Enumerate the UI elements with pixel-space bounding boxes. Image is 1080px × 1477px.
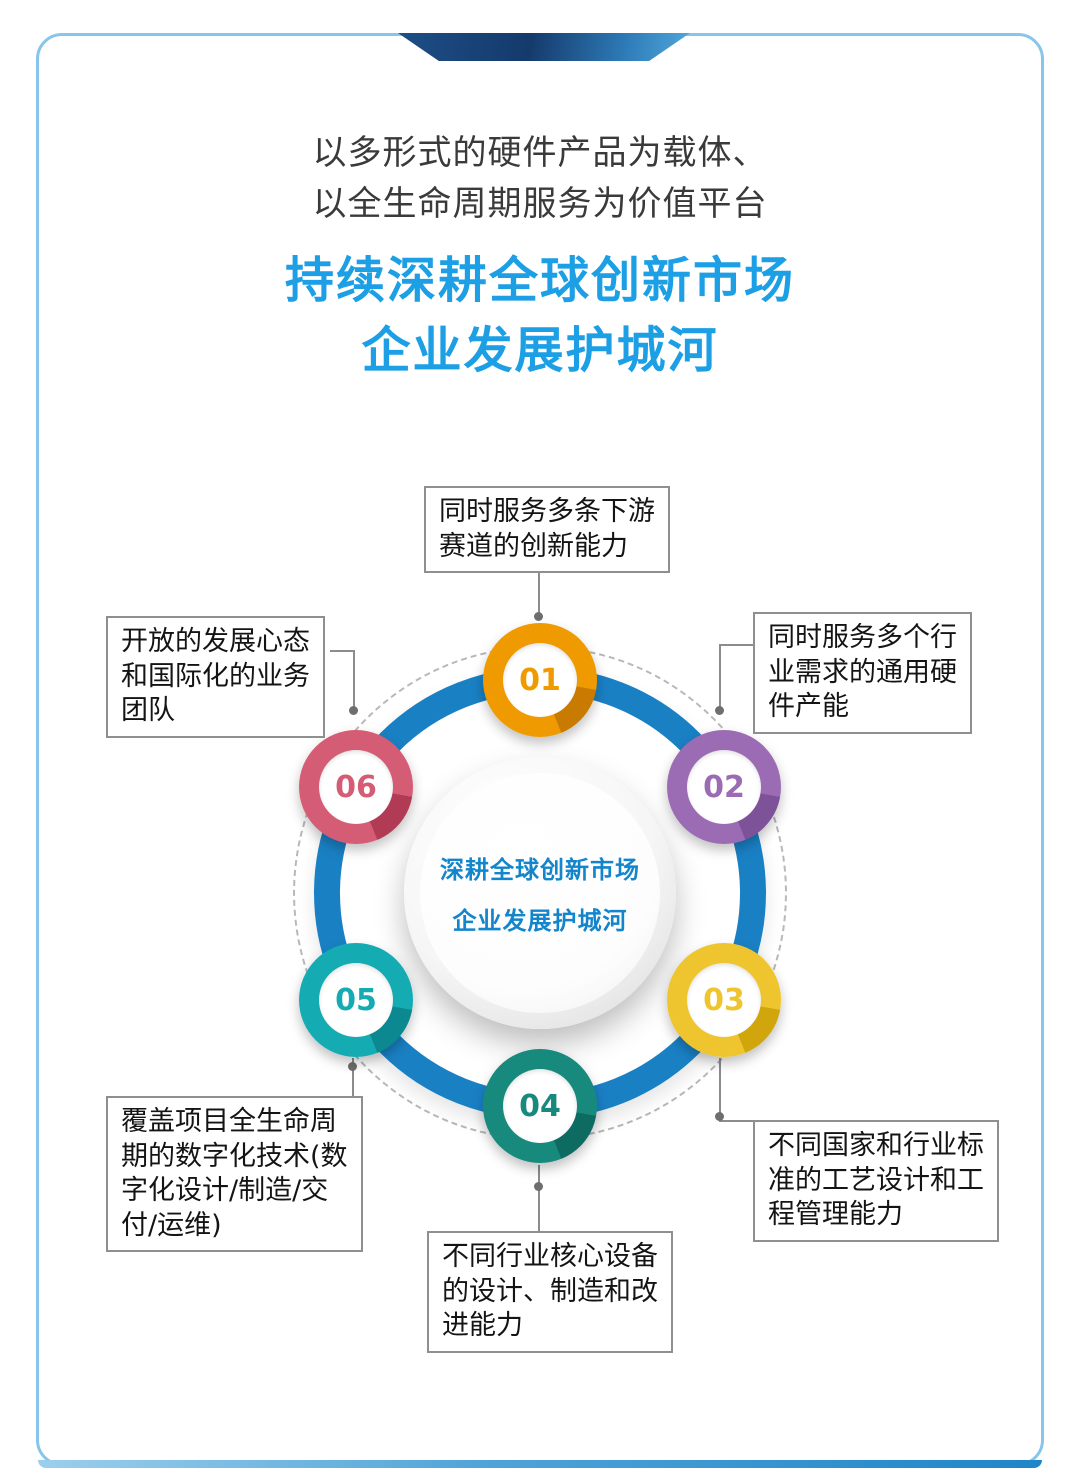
node-03-number: 03 [687,963,761,1037]
node-03: 03 [667,943,781,1057]
callout-01-line: 赛道的创新能力 [439,530,628,562]
connector-dot-03 [715,1112,724,1121]
connector-line-03 [719,1058,721,1122]
callout-03-line: 准的工艺设计和工 [768,1164,984,1196]
callout-01-line: 同时服务多条下游 [439,496,655,527]
connector-line-05 [352,1058,354,1098]
connector-line-02 [719,644,755,646]
connector-dot-05 [348,1062,357,1071]
connector-line-01 [538,562,540,618]
connector-line-02 [719,644,721,710]
connector-line-04 [538,1165,540,1231]
connector-dot-02 [715,706,724,715]
center-circle: 深耕全球创新市场 企业发展护城河 [404,757,676,1029]
node-02-number: 02 [687,750,761,824]
connector-dot-01 [534,612,543,621]
subtitle-line-2: 以全生命周期服务为价值平台 [312,184,768,224]
title-line-1: 持续深耕全球创新市场 [284,252,795,309]
node-05: 05 [299,943,413,1057]
callout-05-line: 期的数字化技术(数 [121,1140,348,1172]
callout-box-03: 不同国家和行业标 准的工艺设计和工 程管理能力 [753,1120,999,1242]
callout-04-line: 不同行业核心设备 [442,1241,658,1272]
callout-box-05: 覆盖项目全生命周 期的数字化技术(数 字化设计/制造/交 付/运维) [106,1096,363,1253]
callout-06-line: 和国际化的业务 [121,660,310,692]
callout-box-06: 开放的发展心态 和国际化的业务 团队 [106,616,325,738]
page-title: 持续深耕全球创新市场 企业发展护城河 [0,246,1080,385]
node-04-number: 04 [503,1069,577,1143]
subtitle-line-1: 以多形式的硬件产品为载体、 [312,133,768,173]
callout-06-line: 团队 [121,695,175,727]
node-02: 02 [667,730,781,844]
node-01-number: 01 [503,643,577,717]
node-01: 01 [483,623,597,737]
callout-03-line: 不同国家和行业标 [768,1130,984,1161]
node-04: 04 [483,1049,597,1163]
callout-box-04: 不同行业核心设备 的设计、制造和改 进能力 [427,1231,673,1353]
callout-04-line: 进能力 [442,1310,523,1342]
top-banner-trapezoid [398,33,690,61]
center-caption-line-1: 深耕全球创新市场 [440,856,640,884]
connector-line-06 [353,650,355,712]
subtitle: 以多形式的硬件产品为载体、 以全生命周期服务为价值平台 [0,128,1080,230]
callout-06-line: 开放的发展心态 [121,626,310,657]
node-06: 06 [299,730,413,844]
connector-dot-04 [534,1182,543,1191]
callout-02-line: 同时服务多个行 [768,622,957,653]
callout-02-line: 件产能 [768,691,849,723]
callout-04-line: 的设计、制造和改 [442,1275,658,1307]
callout-box-01: 同时服务多条下游 赛道的创新能力 [424,486,670,574]
center-circle-inner: 深耕全球创新市场 企业发展护城河 [420,773,660,1013]
center-caption-line-2: 企业发展护城河 [452,907,628,935]
callout-box-02: 同时服务多个行 业需求的通用硬 件产能 [753,612,972,734]
callout-03-line: 程管理能力 [768,1199,903,1231]
node-06-number: 06 [319,750,393,824]
header: 以多形式的硬件产品为载体、 以全生命周期服务为价值平台 持续深耕全球创新市场 企… [0,128,1080,385]
connector-line-03 [719,1120,755,1122]
callout-05-line: 覆盖项目全生命周 [121,1106,337,1137]
callout-02-line: 业需求的通用硬 [768,656,957,688]
title-line-2: 企业发展护城河 [361,321,719,379]
callout-05-line: 字化设计/制造/交 [121,1175,329,1207]
node-05-number: 05 [319,963,393,1037]
connector-dot-06 [349,706,358,715]
bottom-accent-bar [38,1460,1042,1468]
callout-05-line: 付/运维) [121,1209,222,1241]
connector-line-06 [330,650,355,652]
